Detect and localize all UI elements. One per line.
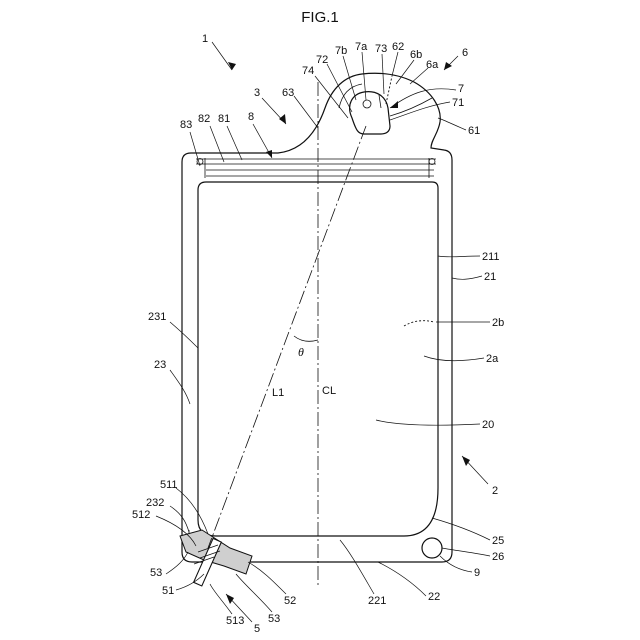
leader-231 [170, 322, 198, 348]
figure-title: FIG.1 [301, 9, 339, 26]
label-23: 23 [154, 359, 166, 371]
label-6a: 6a [426, 59, 439, 71]
label-3: 3 [254, 87, 260, 99]
label-74: 74 [302, 65, 314, 77]
leader-61 [438, 118, 466, 130]
leader-62 [392, 52, 398, 76]
label-2: 2 [492, 485, 498, 497]
label-7b: 7b [335, 45, 347, 57]
label-8: 8 [248, 111, 254, 123]
arrowhead-8 [266, 150, 272, 158]
leader-2a [424, 356, 484, 361]
label-22: 22 [428, 591, 440, 603]
label-71: 71 [452, 97, 464, 109]
pouch-outer-outline [182, 73, 452, 562]
leader-82 [210, 126, 224, 162]
leader-53a [166, 552, 188, 574]
label-2a: 2a [486, 353, 499, 365]
leader-25 [432, 518, 490, 540]
label-221: 221 [368, 595, 386, 607]
leader-221 [340, 540, 374, 594]
label-6: 6 [462, 47, 468, 59]
label-63: 63 [282, 87, 294, 99]
leader-26 [442, 548, 490, 556]
label-2b: 2b [492, 317, 504, 329]
spout-tip-line [379, 95, 381, 108]
axis-line-L1 [208, 126, 366, 548]
surface-curve-2b [404, 321, 434, 326]
label-211: 211 [482, 251, 500, 263]
tear-line-62 [386, 76, 392, 104]
arrowhead-3 [279, 114, 286, 124]
label-25: 25 [492, 535, 504, 547]
label-26: 26 [492, 551, 504, 563]
label-231: 231 [148, 311, 166, 323]
leader-21 [452, 276, 482, 279]
label-9: 9 [474, 567, 480, 579]
leader-7 [390, 89, 456, 108]
leader-511 [176, 488, 208, 534]
leader-53b [236, 574, 272, 612]
label-52: 52 [284, 595, 296, 607]
leader-81 [227, 126, 242, 160]
label-51: 51 [162, 585, 174, 597]
label-53b: 53 [268, 613, 280, 625]
label-L1: L1 [272, 387, 284, 399]
label-73: 73 [375, 43, 387, 55]
corner-hole-9 [422, 538, 442, 558]
label-83: 83 [180, 119, 192, 131]
leader-9 [440, 556, 472, 572]
label-511: 511 [160, 479, 178, 491]
leader-23 [170, 370, 190, 404]
label-72: 72 [316, 54, 328, 66]
label-7a: 7a [355, 41, 368, 53]
label-theta: θ [298, 345, 304, 359]
label-232: 232 [146, 497, 164, 509]
leader-63 [294, 96, 318, 128]
label-CL: CL [322, 385, 336, 397]
label-20: 20 [482, 419, 494, 431]
label-1: 1 [202, 33, 208, 45]
label-61: 61 [468, 125, 480, 137]
leader-1 [212, 42, 232, 70]
leader-20 [376, 420, 480, 425]
label-6b: 6b [410, 49, 422, 61]
leader-22 [378, 562, 426, 596]
label-7: 7 [458, 83, 464, 95]
label-21: 21 [484, 271, 496, 283]
label-53a: 53 [150, 567, 162, 579]
arrowhead-5 [226, 594, 234, 604]
spout-hole [363, 100, 371, 108]
leader-211 [438, 256, 480, 257]
label-81: 81 [218, 113, 230, 125]
label-5: 5 [254, 623, 260, 635]
label-62: 62 [392, 41, 404, 53]
label-513: 513 [226, 615, 244, 627]
angle-arc-theta [294, 336, 318, 341]
label-82: 82 [198, 113, 210, 125]
arrowhead-7 [390, 101, 398, 108]
label-512: 512 [132, 509, 150, 521]
arrowhead-2 [462, 456, 470, 466]
leader-52 [248, 562, 286, 594]
leader-83 [190, 132, 200, 166]
